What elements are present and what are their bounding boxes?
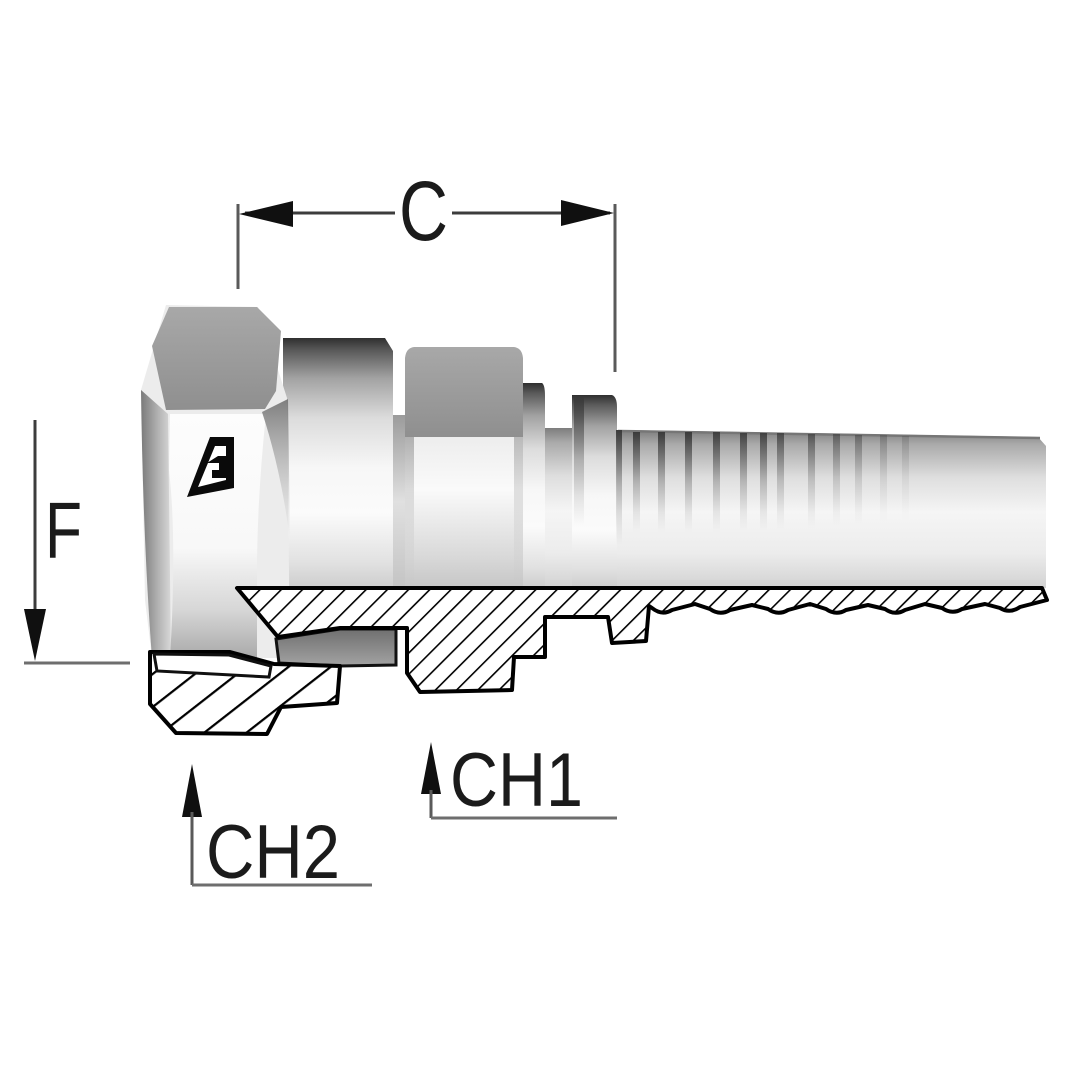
shank-start-crease: [616, 430, 622, 545]
dim-label-f: F: [45, 486, 82, 575]
hex-side-shade-left: [405, 437, 414, 588]
swivel-nut: [141, 305, 290, 658]
dimension-ch1: CH1: [421, 738, 617, 823]
nut-right-flank: [262, 399, 290, 540]
ch1-arrow-up-icon: [421, 742, 441, 794]
c-arrow-left-icon: [239, 201, 293, 227]
hex-top-facet: [405, 347, 523, 437]
manufacturer-logo-icon: [187, 437, 234, 497]
section-cut: [148, 586, 1049, 736]
dimension-f: F: [24, 420, 130, 665]
dim-label-ch2: CH2: [206, 810, 340, 895]
c-arrow-right-icon: [561, 200, 614, 226]
hex-side-shade-right: [514, 437, 523, 588]
dim-label-c: C: [399, 164, 448, 258]
dim-label-ch1: CH1: [450, 738, 583, 823]
collar-ring-1: [523, 383, 545, 588]
dimension-ch2: CH2: [182, 764, 372, 895]
fitting-body: [141, 305, 1046, 658]
step-ring: [393, 415, 407, 588]
body-cylinder: [283, 338, 393, 588]
nut-section-block: [148, 650, 342, 736]
dimension-c: C: [236, 164, 617, 372]
nut-left-flank: [141, 390, 171, 658]
nut-face: [169, 414, 266, 658]
nut-section-facet-strip: [152, 652, 273, 679]
body-section-band: [235, 586, 1049, 694]
collar-crease: [574, 396, 584, 526]
hose-shank: [617, 430, 1046, 588]
nut-top-facet: [152, 307, 281, 410]
collar-groove: [545, 428, 572, 588]
shank-ridges: [633, 432, 909, 532]
f-arrow-down-icon: [24, 609, 46, 661]
hex-body-lower: [405, 437, 523, 588]
ch2-arrow-up-icon: [182, 764, 202, 817]
